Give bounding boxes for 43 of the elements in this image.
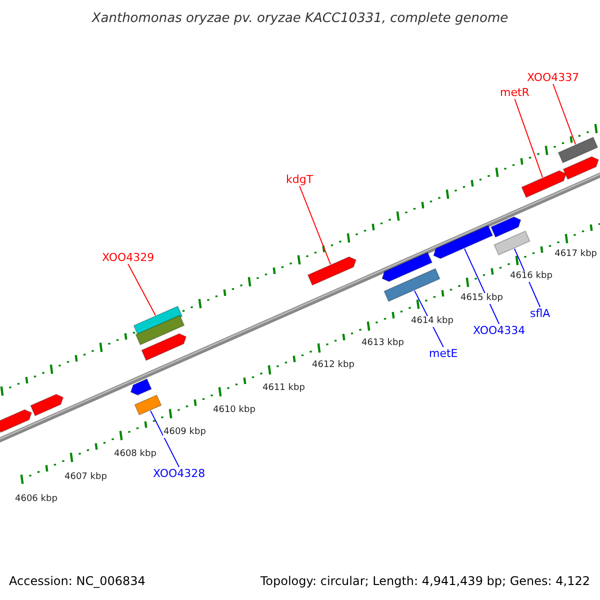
gene-feature xyxy=(307,256,356,286)
gene-label: XOO4334 xyxy=(473,325,526,336)
scale-label: 4610 kbp xyxy=(212,404,256,416)
scale-label: 4612 kbp xyxy=(311,360,356,372)
gene-label: XOO4329 xyxy=(102,252,154,263)
gene-label: kdgT xyxy=(286,174,314,185)
gene-label: sflA xyxy=(530,308,550,319)
scale-label: 4608 kbp xyxy=(113,449,158,460)
leader-line xyxy=(514,98,543,178)
gene-bar xyxy=(558,136,598,164)
gene-feature xyxy=(141,333,187,361)
scale-label: 4607 kbp xyxy=(64,472,108,483)
gene-feature xyxy=(521,170,567,198)
scale-label: 4614 kbp xyxy=(410,316,454,327)
scale-label: 4609 kbp xyxy=(162,427,207,438)
gene-feature xyxy=(30,394,64,416)
scale-label: 4617 kbp xyxy=(554,248,598,260)
gene-label: XOO4328 xyxy=(153,468,206,479)
gene-bar xyxy=(384,268,440,302)
scale-label: 4606 kbp xyxy=(14,494,58,505)
scale-label: 4613 kbp xyxy=(360,338,405,349)
gene-feature xyxy=(433,224,494,260)
gene-label: metR xyxy=(500,87,530,98)
gene-label: XOO4337 xyxy=(527,72,580,83)
gene-feature xyxy=(382,252,433,282)
scale-label: 4611 kbp xyxy=(262,382,306,394)
leader-line xyxy=(299,186,331,265)
genome-summary: Topology: circular; Length: 4,941,439 bp; Genes: 4,122 xyxy=(260,575,590,587)
gene-label: metE xyxy=(429,348,458,359)
gene-bar xyxy=(135,314,185,346)
scale-label: 4616 kbp xyxy=(509,271,554,282)
map-title: Xanthomonas oryzae pv. oryzae KACC10331, complete genome xyxy=(90,12,510,25)
gene-feature xyxy=(562,156,600,180)
gene-feature xyxy=(0,409,32,433)
gene-bar xyxy=(134,394,162,416)
gene-feature xyxy=(490,216,522,238)
leader-line xyxy=(128,264,156,316)
scale-label: 4615 kbp xyxy=(460,293,504,304)
leader-line xyxy=(552,84,576,145)
gene-feature xyxy=(130,378,152,396)
accession-note: Accession: NC_006834 xyxy=(9,575,146,587)
leader-line xyxy=(150,410,180,468)
gene-bar xyxy=(494,230,530,256)
